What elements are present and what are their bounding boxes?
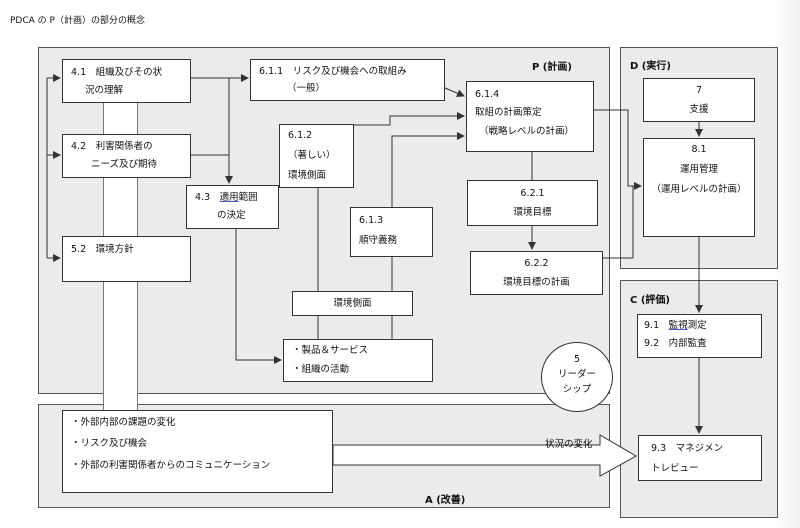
box-9-3-line1: 9.3 マネジメン	[651, 443, 724, 454]
arrow-6-1-1-to-6-1-4	[444, 87, 465, 97]
box-6-2-2: 6.2.2 環境目標の計画	[470, 251, 603, 295]
arrow-6-1-2-to-6-1-4	[354, 112, 465, 126]
box-environmental-aspects: 環境側面	[292, 291, 413, 316]
box-6-2-1-line1: 6.2.1	[520, 188, 545, 199]
box-6-1-4-line3: （戦略レベルの計画）	[479, 126, 575, 137]
box-6-1-1: 6.1.1 リスク及び機会への取組み （一般）	[250, 59, 445, 101]
line-6-2-2-to-8-1	[603, 186, 634, 259]
box-6-1-1-line2: （一般）	[287, 83, 326, 94]
arrow-6-1-3-to-6-1-4	[391, 132, 465, 207]
box-6-2-2-line2: 環境目標の計画	[503, 277, 570, 288]
box-products-activities: ・製品＆サービス ・組織の活動	[283, 339, 433, 382]
box-8-1: 8.1 運用管理 （運用レベルの計画）	[643, 138, 755, 237]
panel-check-label: C (評価)	[630, 295, 670, 306]
box-9-1-line: 9.1 監視測定	[644, 320, 707, 331]
arrow-situation-change	[332, 434, 638, 477]
leadership-circle: 5 リーダー シップ	[541, 342, 613, 412]
arrow-4-3-to-products	[235, 229, 282, 364]
box-6-1-3-line1: 6.1.3	[359, 215, 384, 226]
box-6-1-2: 6.1.2 （著しい） 環境側面	[279, 124, 354, 188]
box-8-1-line1: 8.1	[691, 144, 707, 155]
box-external-changes: ・外部内部の課題の変化 ・リスク及び機会 ・外部の利害関係者からのコミュニケーシ…	[62, 410, 333, 493]
box-8-1-line2: 運用管理	[679, 164, 718, 175]
box-6-1-3: 6.1.3 順守義務	[350, 207, 433, 257]
situation-change-label: 状況の変化	[545, 439, 593, 450]
leadership-line3: シップ	[562, 384, 592, 395]
box-4-3-line2: の決定	[217, 210, 246, 221]
box-6-1-2-line3: 環境側面	[288, 170, 327, 181]
box-8-1-line3: （運用レベルの計画）	[651, 184, 747, 195]
box-5-2: 5.2 環境方針	[62, 236, 191, 282]
box-environmental-aspects-label: 環境側面	[333, 298, 372, 309]
panel-act-label: A (改善)	[425, 495, 466, 506]
box-4-1-line1: 4.1 組織及びその状	[71, 67, 163, 78]
box-4-1: 4.1 組織及びその状 況の理解	[62, 59, 191, 103]
arrow-left-loop-top	[46, 74, 61, 258]
box-6-1-1-line1: 6.1.1 リスク及び機会への取組み	[259, 66, 407, 77]
box-external-line2: ・リスク及び機会	[71, 438, 148, 449]
box-6-1-4: 6.1.4 取組の計画策定 （戦略レベルの計画）	[466, 81, 594, 152]
box-4-1-line2: 況の理解	[85, 85, 124, 96]
box-4-2-line1: 4.2 利害関係者の	[71, 141, 153, 152]
box-6-2-2-line1: 6.2.2	[524, 258, 549, 269]
box-4-3-line1: 4.3 適用範囲	[195, 192, 258, 203]
panel-plan-label: P (計画)	[532, 62, 572, 73]
box-external-line1: ・外部内部の課題の変化	[71, 417, 176, 428]
box-9-3-line2: トレビュー	[651, 463, 699, 474]
box-4-2-line2: ニーズ及び期待	[91, 159, 158, 170]
box-external-line3: ・外部の利害関係者からのコミュニケーション	[71, 460, 271, 471]
panel-do-label: D (実行)	[630, 61, 671, 72]
box-9-1-9-2: 9.1 監視測定 9.2 内部監査	[637, 314, 762, 358]
box-6-1-2-line2: （著しい）	[288, 150, 336, 161]
diagram-title: PDCA の P（計画）の部分の概念	[10, 16, 145, 26]
box-4-2: 4.2 利害関係者の ニーズ及び期待	[62, 134, 191, 178]
box-5-2-line1: 5.2 環境方針	[71, 244, 134, 255]
leadership-line2: リーダー	[557, 369, 596, 380]
box-9-3: 9.3 マネジメン トレビュー	[638, 435, 762, 481]
box-7: 7 支援	[643, 78, 755, 122]
box-9-2-line: 9.2 内部監査	[644, 338, 707, 349]
box-6-2-1: 6.2.1 環境目標	[467, 180, 598, 226]
box-6-1-2-line1: 6.1.2	[288, 130, 313, 141]
box-7-line1: 7	[695, 85, 703, 96]
arrow-6-1-4-to-8-1	[594, 109, 642, 190]
box-6-2-1-line2: 環境目標	[513, 207, 552, 218]
box-4-3: 4.3 適用範囲 の決定	[186, 185, 279, 229]
box-6-1-4-line2: 取組の計画策定	[475, 107, 542, 118]
box-6-1-3-line2: 順守義務	[359, 235, 398, 246]
box-6-1-4-line1: 6.1.4	[475, 89, 500, 100]
box-7-line2: 支援	[689, 104, 709, 115]
box-products-line1: ・製品＆サービス	[292, 345, 369, 356]
box-products-line2: ・組織の活動	[292, 364, 350, 375]
leadership-line1: 5	[573, 354, 581, 365]
